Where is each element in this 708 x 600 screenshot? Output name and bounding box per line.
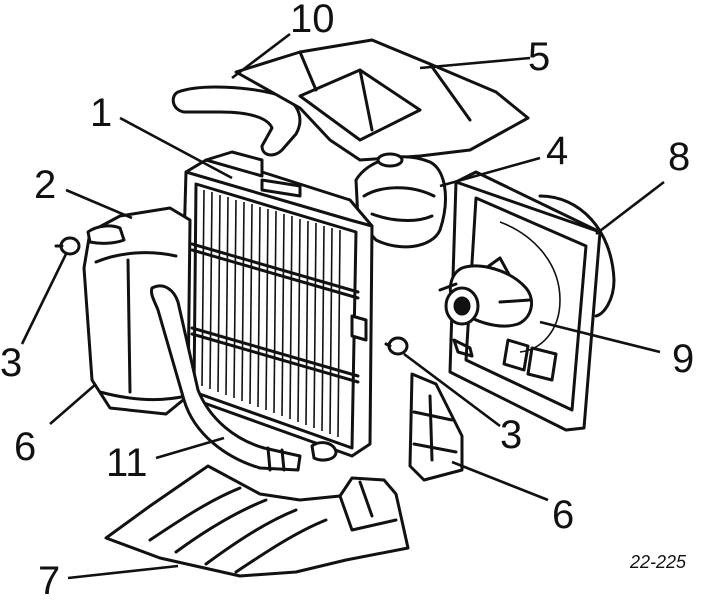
radiator-core-fins <box>201 189 341 438</box>
radiator-side-cover <box>408 372 464 482</box>
drain-plug-right <box>384 336 409 356</box>
leader-1 <box>119 116 233 180</box>
cooling-fan <box>438 256 534 358</box>
callout-11: 11 <box>106 441 148 485</box>
callout-3-right: 3 <box>500 413 522 457</box>
callout-2: 2 <box>34 163 56 207</box>
callout-10: 10 <box>290 0 335 41</box>
figure-reference: 22-225 <box>629 552 687 572</box>
lower-hose <box>150 284 302 472</box>
callout-5: 5 <box>528 35 550 79</box>
callout-6-left: 6 <box>14 425 36 469</box>
callout-1: 1 <box>90 91 112 135</box>
leader-lines <box>20 32 665 580</box>
air-deflector <box>234 38 530 162</box>
radiator-side-tank <box>82 206 192 416</box>
callout-3-left: 3 <box>0 341 22 385</box>
callout-6-right: 6 <box>552 493 574 537</box>
leader-6-right <box>451 460 549 502</box>
callout-4: 4 <box>546 129 568 173</box>
drain-plug-left <box>54 236 81 256</box>
leader-9 <box>539 320 661 354</box>
callout-9: 9 <box>672 337 694 381</box>
leader-8 <box>595 180 665 236</box>
coolant-reservoir <box>354 152 447 249</box>
leader-3-right <box>403 352 501 428</box>
leader-2 <box>65 188 133 220</box>
callout-7: 7 <box>38 559 60 600</box>
leader-3-left <box>20 253 68 345</box>
leader-11 <box>155 436 225 460</box>
radiator <box>178 150 374 462</box>
splash-shield <box>104 464 410 578</box>
leader-4 <box>439 156 541 188</box>
leader-10 <box>231 32 291 80</box>
leader-7 <box>67 564 179 580</box>
callout-8: 8 <box>668 135 690 179</box>
leader-5 <box>419 56 531 70</box>
leader-6-left <box>49 383 97 425</box>
upper-hose <box>171 85 302 157</box>
